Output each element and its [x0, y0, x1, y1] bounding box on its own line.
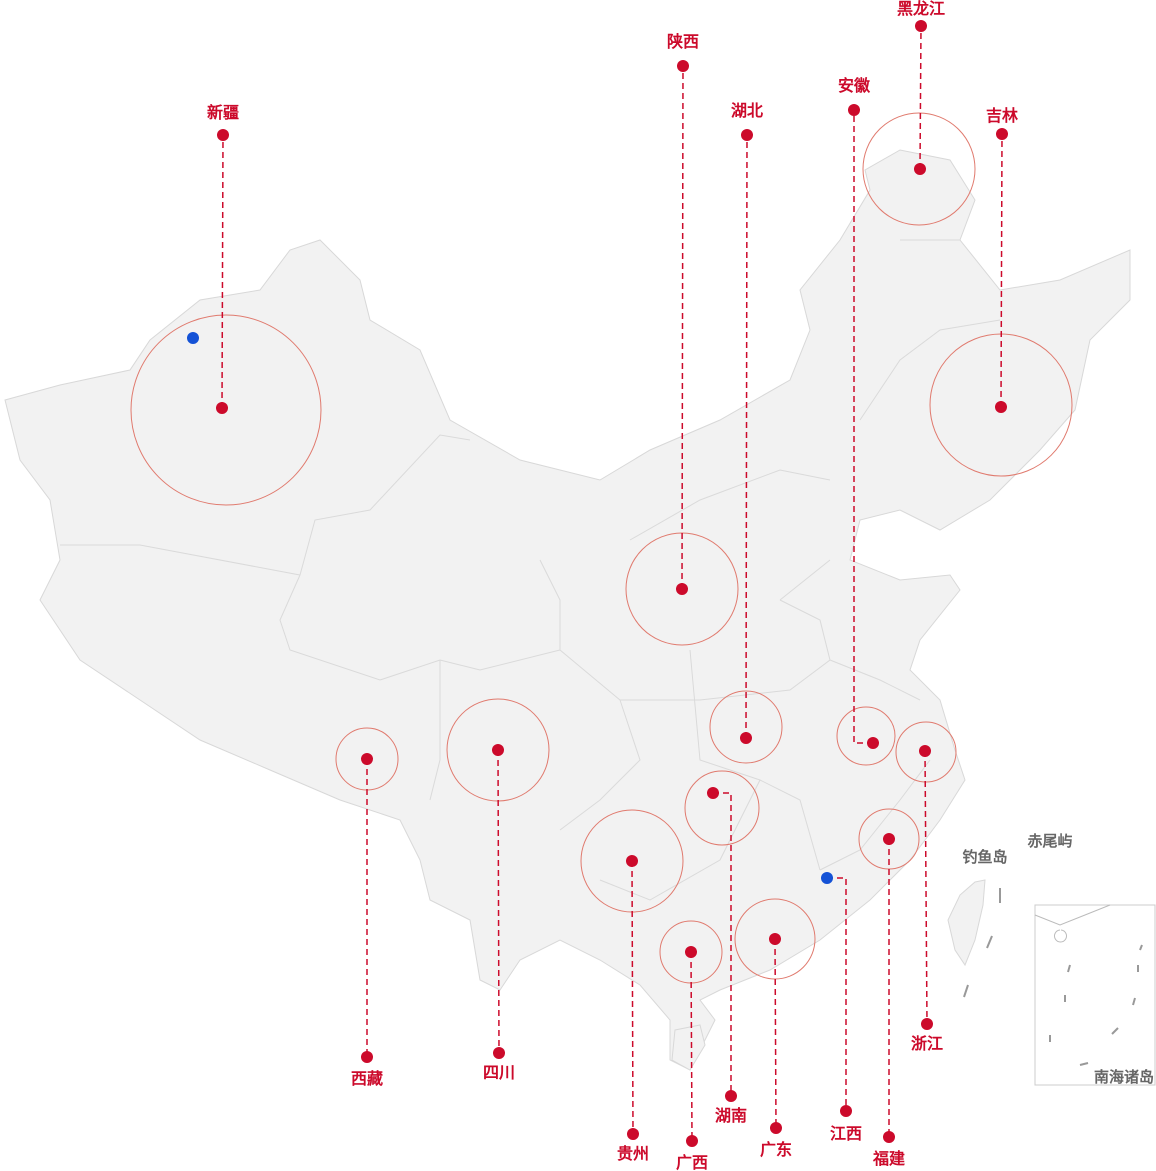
label-dot[interactable]	[686, 1135, 698, 1147]
province-label[interactable]: 福建	[872, 1149, 905, 1168]
province-label[interactable]: 西藏	[351, 1069, 383, 1088]
label-dot[interactable]	[361, 1051, 373, 1063]
province-point[interactable]	[626, 855, 638, 867]
province-label[interactable]: 广东	[760, 1140, 792, 1159]
leader-line	[924, 750, 928, 1025]
province-label[interactable]: 陕西	[667, 32, 699, 51]
china-landmass	[4, 149, 1156, 1086]
leader-line	[827, 877, 847, 1111]
province-label[interactable]: 浙江	[911, 1034, 943, 1053]
south-sea-coastline	[1034, 904, 1111, 943]
label-dot[interactable]	[996, 128, 1008, 140]
province-borders	[60, 239, 1001, 901]
leader-line	[631, 860, 634, 1135]
label-dot[interactable]	[725, 1090, 737, 1102]
label-dot[interactable]	[217, 129, 229, 141]
province-point[interactable]	[919, 745, 931, 757]
label-dot[interactable]	[741, 129, 753, 141]
bubble-14	[895, 721, 957, 783]
bubble-3	[836, 706, 896, 766]
label-diaoyu: 钓鱼岛	[962, 848, 1007, 866]
leader-line	[221, 134, 224, 409]
bubble-2	[709, 690, 783, 764]
mainland-outline	[4, 149, 1131, 1071]
leader-line	[1000, 133, 1003, 408]
province-label[interactable]: 广西	[676, 1153, 708, 1171]
province-point[interactable]	[676, 583, 688, 595]
label-south-sea: 南海诸岛	[1094, 1068, 1154, 1086]
province-point[interactable]	[707, 787, 719, 799]
province-point[interactable]	[740, 732, 752, 744]
province-point[interactable]	[216, 402, 228, 414]
province-label[interactable]: 湖南	[715, 1106, 747, 1125]
hainan	[671, 1024, 706, 1071]
province-label[interactable]: 吉林	[986, 106, 1018, 125]
label-dot[interactable]	[921, 1018, 933, 1030]
province-label[interactable]: 贵州	[617, 1144, 649, 1163]
province-point[interactable]	[883, 833, 895, 845]
province-label[interactable]: 新疆	[207, 103, 239, 122]
leader-line	[681, 65, 684, 590]
leader-line	[774, 938, 777, 1129]
label-dot[interactable]	[770, 1122, 782, 1134]
province-point[interactable]	[361, 753, 373, 765]
bubble-0	[130, 314, 322, 506]
province-point[interactable]	[492, 744, 504, 756]
leader-line	[497, 749, 500, 1054]
label-dot[interactable]	[493, 1047, 505, 1059]
leader-line	[853, 110, 873, 744]
label-dot[interactable]	[883, 1131, 895, 1143]
leader-line	[745, 134, 748, 739]
bubble-10	[684, 770, 760, 846]
province-point[interactable]	[769, 933, 781, 945]
province-label[interactable]: 安徽	[838, 76, 871, 95]
bubble-4	[862, 112, 976, 226]
province-label[interactable]: 湖北	[731, 101, 763, 120]
province-point[interactable]	[821, 872, 833, 884]
label-dot[interactable]	[627, 1128, 639, 1140]
province-point[interactable]	[995, 401, 1007, 413]
label-dot[interactable]	[848, 104, 860, 116]
leader-line	[919, 25, 922, 170]
province-point[interactable]	[685, 946, 697, 958]
blue-marker[interactable]	[187, 332, 199, 344]
taiwan	[947, 879, 986, 967]
province-label[interactable]: 黑龙江	[897, 0, 945, 18]
label-dot[interactable]	[840, 1105, 852, 1117]
province-label[interactable]: 江西	[830, 1124, 862, 1143]
province-point[interactable]	[914, 163, 926, 175]
label-dot[interactable]	[915, 20, 927, 32]
bubble-11	[734, 898, 816, 980]
label-dot[interactable]	[677, 60, 689, 72]
leader-line	[690, 951, 693, 1142]
label-chiwei: 赤尾屿	[1027, 832, 1072, 850]
south-sea-inset	[1034, 904, 1156, 1086]
dash-line-islands	[963, 888, 1143, 1066]
province-label[interactable]: 四川	[483, 1063, 515, 1082]
province-point[interactable]	[867, 737, 879, 749]
